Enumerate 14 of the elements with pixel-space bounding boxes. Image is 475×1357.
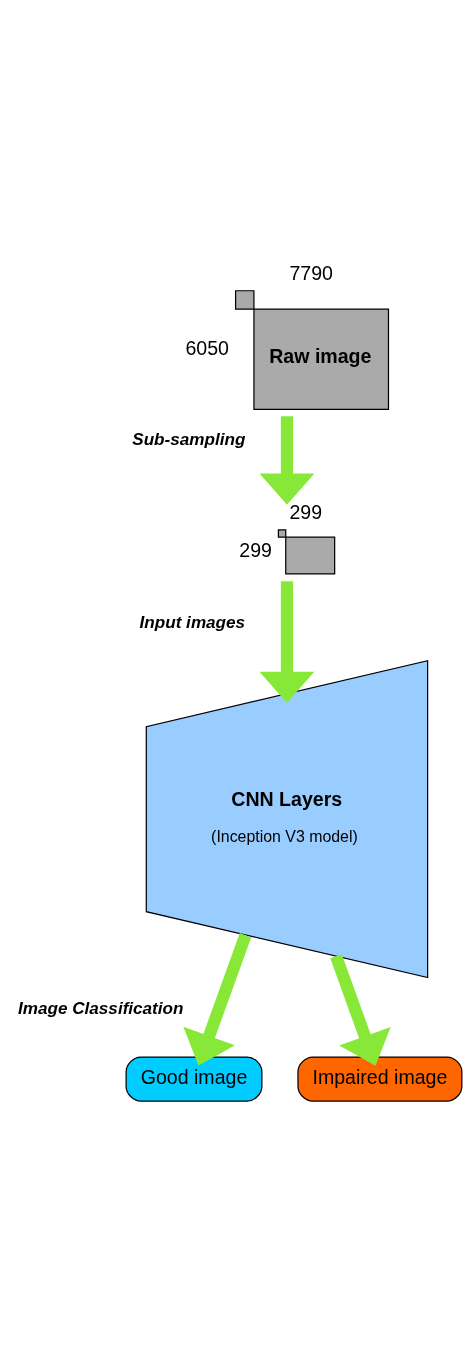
node-box: Impaired image xyxy=(297,1056,463,1102)
edge-label: Input images xyxy=(139,612,246,632)
arrow xyxy=(259,581,315,703)
arrow xyxy=(183,933,252,1066)
edge-label: Sub-sampling xyxy=(132,430,246,450)
node-label: 7790 xyxy=(289,261,333,284)
arrow xyxy=(259,416,315,505)
node-box: CNN Layers (Inception V3 model) xyxy=(145,660,429,979)
node-label: 6050 xyxy=(185,336,229,359)
node-label: 299 xyxy=(289,500,323,523)
node-box: Good image xyxy=(125,1056,263,1102)
arrow xyxy=(330,954,391,1066)
edge-label: Image Classification xyxy=(18,999,184,1019)
node-label: 299 xyxy=(239,538,272,561)
